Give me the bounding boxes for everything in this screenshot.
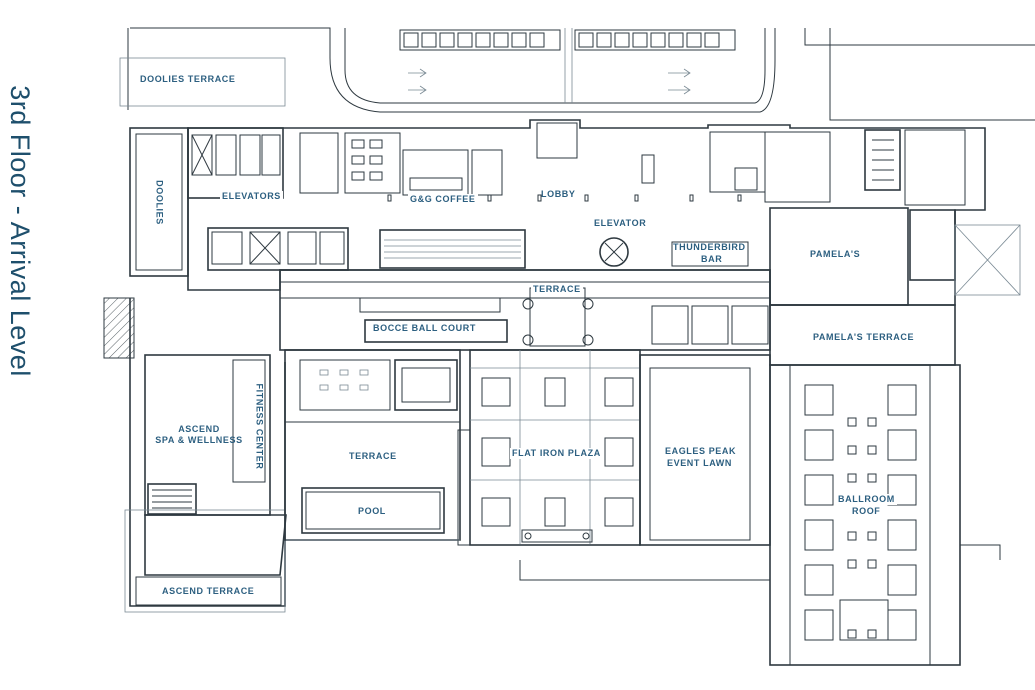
label-terrace-mid: TERRACE (349, 451, 397, 461)
lower-outline (286, 539, 1001, 581)
label-gg-coffee: G&G COFFEE (408, 194, 478, 205)
label-pamelas: PAMELA'S (810, 249, 861, 259)
label-flat-iron-plaza: FLAT IRON PLAZA (510, 448, 603, 459)
label-fitness-center: FITNESS CENTER (254, 383, 265, 470)
label-lobby: LOBBY (541, 189, 576, 199)
label-bocce-ball-court: BOCCE BALL COURT (373, 323, 476, 333)
label-elevators: ELEVATORS (220, 191, 283, 202)
label-thunderbird: THUNDERBIRD (673, 242, 746, 252)
label-pamelas-terrace: PAMELA'S TERRACE (813, 332, 915, 342)
label-eagles-peak-line2: EVENT LAWN (667, 458, 733, 468)
label-pool: POOL (358, 506, 386, 516)
label-doolies-terrace: DOOLIES TERRACE (140, 74, 236, 84)
terrace-band (279, 269, 771, 351)
label-ballroom-line2: ROOF (850, 506, 883, 517)
label-eagles-peak-line1: EAGLES PEAK (665, 446, 737, 456)
label-bar: BAR (701, 254, 723, 264)
label-ascend-spa-line1: ASCEND (178, 424, 220, 434)
label-ballroom-line1: BALLROOM (836, 494, 897, 505)
label-ascend-terrace: ASCEND TERRACE (160, 586, 257, 597)
ballroom-roof (769, 364, 961, 666)
label-terrace-top: TERRACE (531, 284, 583, 295)
label-elevator: ELEVATOR (594, 218, 647, 228)
driveway (127, 27, 1035, 121)
arrow-markings (408, 68, 691, 95)
label-ascend-spa-line2: SPA & WELLNESS (155, 435, 243, 445)
main-building (187, 119, 1021, 306)
label-doolies: DOOLIES (154, 180, 165, 225)
